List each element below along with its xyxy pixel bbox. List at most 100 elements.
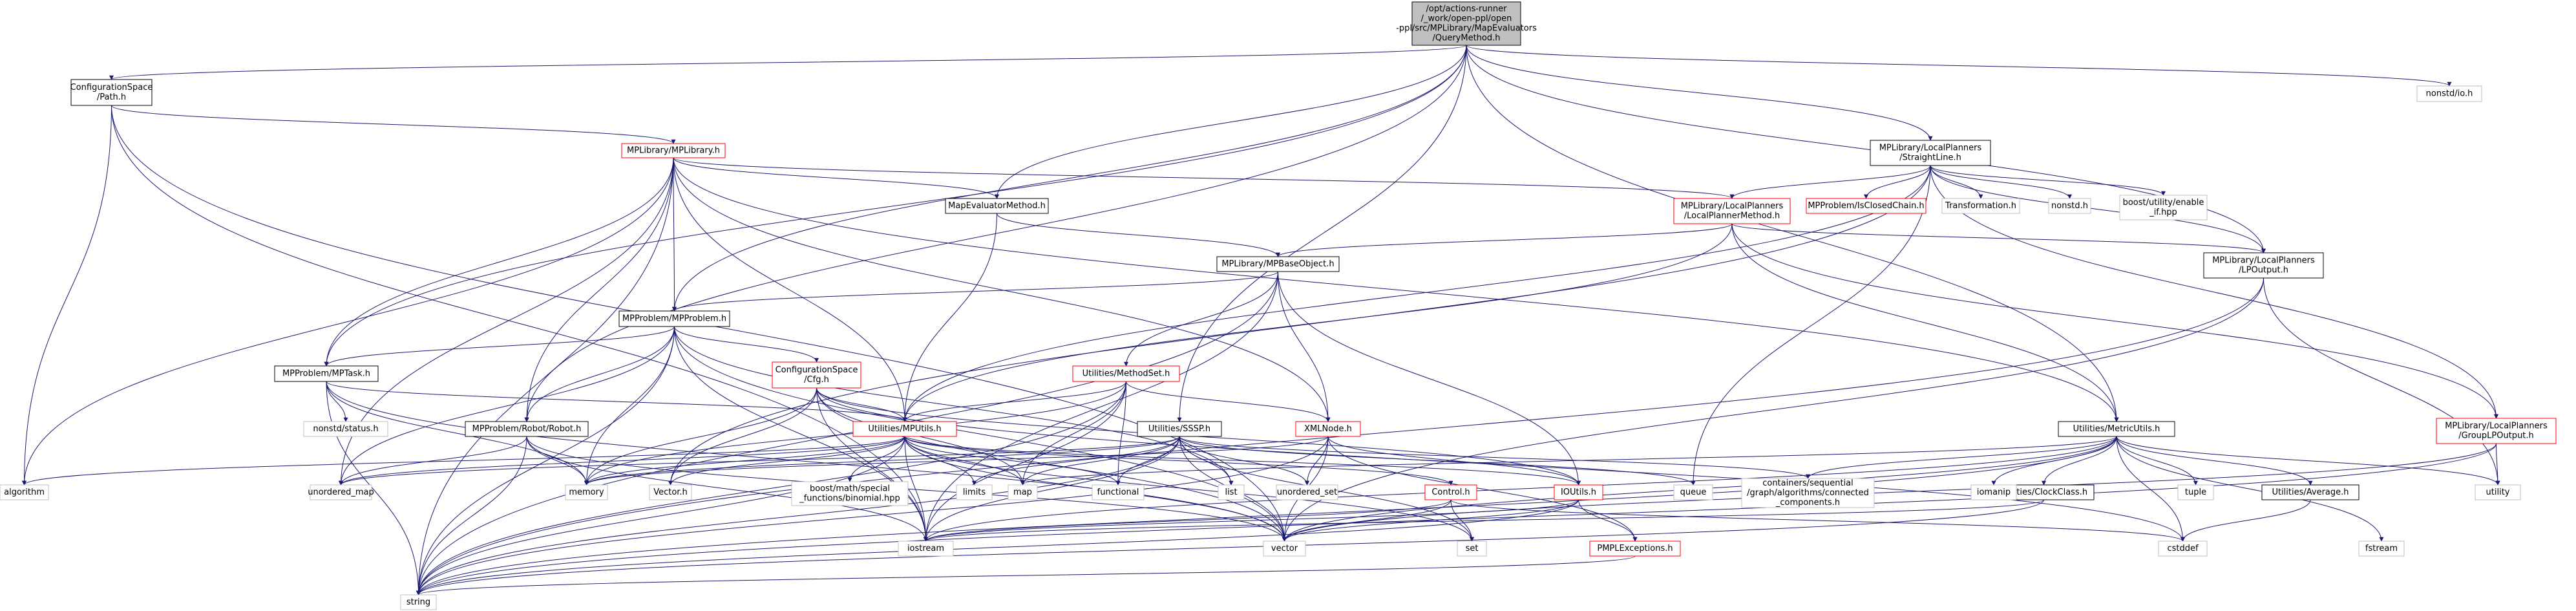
node-Path[interactable]: ConfigurationSpace/Path.h [70,79,153,106]
node-unordered_map: unordered_map [308,484,374,500]
edge-MethodSet-to-MPUtils [902,381,1126,422]
node-label: PMPLExceptions.h [1597,544,1673,553]
node-label: /opt/actions-runner [1426,5,1508,14]
edge-MetricUtils-to-iostream [924,436,2117,542]
edge-MetricUtils-to-connected_components [1806,436,2117,479]
node-label: Utilities/MPUtils.h [868,424,941,434]
edge-QueryMethod-to-MetricUtils [1466,45,2119,422]
node-label: MapEvaluatorMethod.h [948,201,1046,211]
node-label: queue [1680,488,1707,497]
node-label: MPLibrary/MPBaseObject.h [1221,259,1334,269]
node-IsClosedChain[interactable]: MPProblem/IsClosedChain.h [1806,198,1927,214]
edge-MetricUtils-to-string [416,436,2117,595]
edge-Cfg-to-memory [584,387,817,486]
node-StraightLine[interactable]: MPLibrary/LocalPlanners/StraightLine.h [1870,140,1991,166]
node-label: IOUtils.h [1561,488,1596,497]
edge-Path-to-algorithm [22,105,112,486]
edge-ClockClass-to-iostream [924,499,2044,542]
edge-MethodSet-to-string [416,381,1126,595]
node-Transformation: Transformation.h [1941,198,2020,214]
edge-QueryMethod-to-nonstd_io [1466,45,2452,87]
edge-StraightLine-to-LocalPlannerMethod [1729,165,1931,199]
node-label: string [406,597,430,607]
node-Cfg[interactable]: ConfigurationSpace/Cfg.h [772,361,861,389]
node-box-memory [565,484,608,500]
node-label: Utilities/ClockClass.h [2000,488,2087,497]
node-box-MPProblem [618,310,730,327]
edge-SSSP-to-limits [972,436,1180,486]
node-label: /LocalPlannerMethod.h [1684,211,1780,221]
node-box-utility [2475,484,2521,500]
node-box-nonstd_h [2048,198,2091,214]
node-set: set [1457,541,1487,557]
edge-MPLibrary-to-MPUtils [673,157,907,422]
node-MPProblem[interactable]: MPProblem/MPProblem.h [618,310,730,327]
node-LocalPlannerMethod[interactable]: MPLibrary/LocalPlanners/LocalPlannerMeth… [1673,198,1791,224]
node-MetricUtils[interactable]: Utilities/MetricUtils.h [2058,421,2175,437]
node-GroupLPOutput[interactable]: MPLibrary/LocalPlanners/GroupLPOutput.h [2436,418,2557,444]
node-MPLibrary[interactable]: MPLibrary/MPLibrary.h [621,143,726,158]
node-box-Vector [649,484,692,500]
node-MapEvaluatorMethod[interactable]: MapEvaluatorMethod.h [945,198,1049,214]
node-box-MPUtils [852,421,957,437]
node-label: /GroupLPOutput.h [2458,431,2534,441]
edge-MPTask-to-string [326,381,421,595]
node-Robot[interactable]: MPProblem/Robot/Robot.h [465,421,589,437]
edge-MPTask-to-memory [326,381,589,486]
node-Average[interactable]: Utilities/Average.h [2261,484,2360,500]
edge-Control-to-cstddef [1450,499,2185,542]
node-Control[interactable]: Control.h [1424,484,1477,500]
node-box-binomial [791,481,909,506]
edge-MPLibrary-to-algorithm [22,157,674,486]
edge-MetricUtils-to-map [1020,436,2117,486]
edge-MPProblem-to-vector [674,326,1287,542]
edge-Path-to-iostream [111,105,928,542]
node-PMPLExceptions[interactable]: PMPLExceptions.h [1589,541,1681,557]
node-SSSP[interactable]: Utilities/SSSP.h [1137,421,1222,437]
edge-MetricUtils-to-ClockClass [2042,436,2117,486]
node-vector: vector [1263,541,1306,557]
edge-MPTask-to-nonstd_status [326,381,348,422]
edge-LPOutput-to-utility [2263,277,2500,486]
edge-StraightLine-to-LPOutput [1930,165,2266,253]
node-box-set [1457,541,1487,557]
node-box-QueryMethod [1411,1,1521,46]
node-label: Transformation.h [1945,201,2016,211]
edge-SSSP-to-map [1020,436,1180,486]
node-XMLNode[interactable]: XMLNode.h [1295,421,1361,437]
node-label: nonstd/status.h [313,424,378,434]
node-label: nonstd/io.h [2426,89,2473,99]
edge-MPBaseObject-to-MethodSet [1124,271,1278,367]
node-MPBaseObject[interactable]: MPLibrary/MPBaseObject.h [1216,256,1340,272]
node-nonstd_status: nonstd/status.h [303,421,388,437]
node-label: /graph/algorithms/connected [1747,488,1869,498]
edge-Robot-to-unordered_map [339,436,527,486]
node-label: MPLibrary/MPLibrary.h [627,146,720,156]
node-label: MPProblem/Robot/Robot.h [472,424,582,434]
node-MethodSet[interactable]: Utilities/MethodSet.h [1072,365,1180,382]
node-box-LPOutput [2203,252,2324,279]
node-MPTask[interactable]: MPProblem/MPTask.h [274,365,379,382]
node-limits: limits [956,484,993,500]
edge-MPUtils-to-memory [584,436,905,486]
edge-XMLNode-to-IOUtils [1327,436,1581,486]
node-box-MPTask [274,365,379,382]
node-IOUtils[interactable]: IOUtils.h [1554,484,1603,500]
node-label: /StraightLine.h [1899,153,1961,163]
node-ClockClass[interactable]: Utilities/ClockClass.h [1993,484,2095,500]
node-box-map [1008,484,1038,500]
node-box-MPBaseObject [1216,256,1340,272]
node-box-list [1218,484,1245,500]
node-MPUtils[interactable]: Utilities/MPUtils.h [852,421,957,437]
edge-MPLibrary-to-MPProblem [671,157,677,312]
node-list: list [1218,484,1245,500]
node-label: _components.h [1775,498,1840,508]
node-QueryMethod[interactable]: /opt/actions-runner/_work/open-ppl/open-… [1396,1,1537,46]
node-label: Utilities/MetricUtils.h [2073,424,2160,434]
node-map: map [1008,484,1038,500]
edge-StraightLine-to-Transformation [1930,165,1983,199]
edge-Cfg-to-Vector [668,387,817,486]
edge-MPTask-to-MPUtils [326,381,907,422]
node-LPOutput[interactable]: MPLibrary/LocalPlanners/LPOutput.h [2203,252,2324,279]
node-label: MPLibrary/LocalPlanners [1681,202,1784,211]
